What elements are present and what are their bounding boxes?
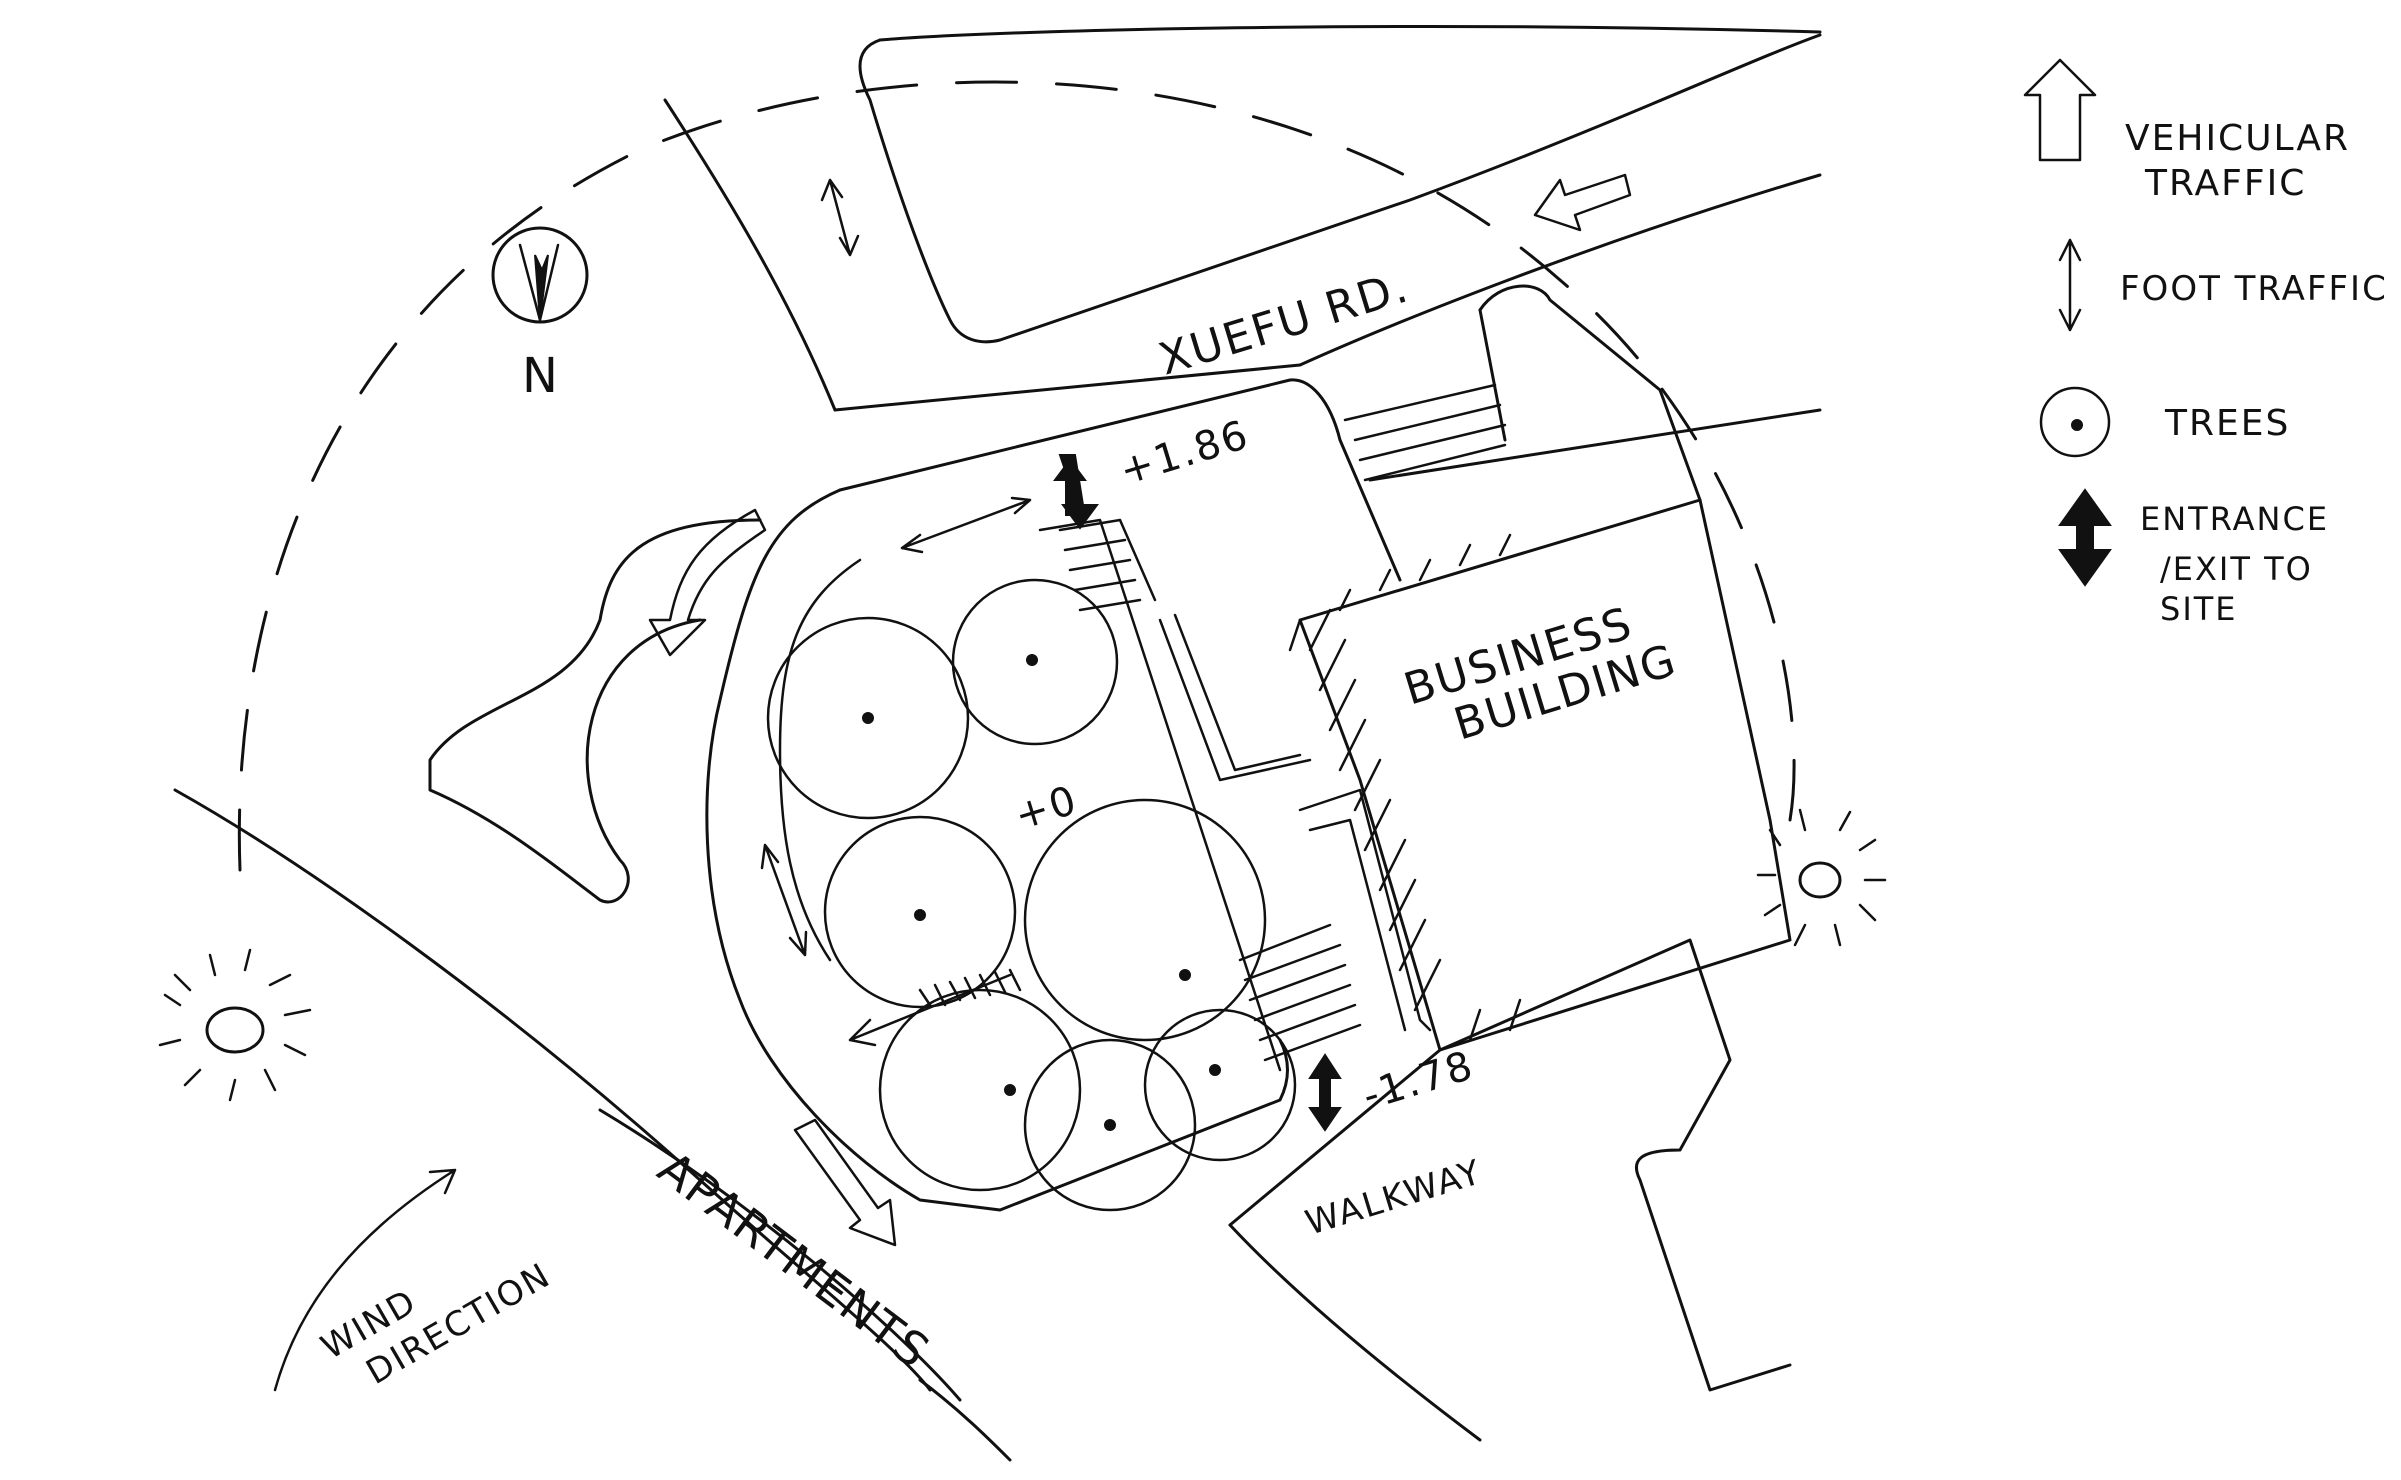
north-arrow-icon bbox=[491, 226, 589, 324]
site-boundary-top bbox=[838, 378, 1402, 582]
elevation-label: +0 bbox=[1009, 777, 1083, 839]
site-inner-left bbox=[778, 558, 862, 962]
steps-bottom bbox=[1238, 923, 1362, 1062]
road-block-top bbox=[878, 25, 1822, 42]
building-wall bbox=[1158, 613, 1312, 782]
apartment-road-edge bbox=[598, 1108, 962, 1402]
legend-foot-label: FOOT TRAFFIC bbox=[2120, 269, 2388, 309]
road-block bbox=[858, 33, 1822, 344]
walkway-label: WALKWAY bbox=[1301, 1152, 1487, 1244]
legend-entrance-label: ENTRANCE bbox=[2140, 500, 2329, 538]
walkway-outline bbox=[1228, 1223, 1482, 1442]
vehicular-arrow-icon bbox=[793, 1118, 897, 1247]
building-wall bbox=[1298, 788, 1432, 1032]
steps-top-right bbox=[1343, 383, 1507, 482]
block-outline bbox=[1478, 308, 1507, 442]
legend-vehicular-label: TRAFFIC bbox=[2144, 163, 2306, 204]
tree-icon bbox=[951, 578, 1119, 746]
tree-icon bbox=[823, 815, 1017, 1009]
walkway-outline bbox=[1228, 938, 1792, 1392]
sun-path-arc bbox=[237, 80, 1796, 872]
elevation-label: +1.86 bbox=[1114, 412, 1254, 495]
median-island bbox=[428, 518, 762, 904]
foot-traffic-arrow-icon bbox=[900, 496, 1032, 554]
elevation-label: -1.78 bbox=[1357, 1042, 1479, 1119]
legend-vehicular-label: VEHICULAR bbox=[2125, 118, 2350, 159]
legend-entrance-label: /EXIT TO bbox=[2160, 550, 2313, 588]
foot-traffic-arrow-icon bbox=[760, 843, 808, 957]
vehicular-arrow-icon bbox=[1533, 173, 1632, 232]
vehicular-arrow-icon bbox=[2023, 58, 2097, 162]
road-edge bbox=[1368, 408, 1822, 482]
sun-icon bbox=[158, 948, 312, 1102]
legend-trees-label: TREES bbox=[2164, 403, 2290, 444]
tree-icon bbox=[2039, 386, 2111, 458]
wind-arrow-icon bbox=[273, 1168, 457, 1392]
road-edge bbox=[663, 98, 837, 412]
foot-traffic-arrow-icon bbox=[2058, 238, 2082, 332]
steps-top bbox=[1058, 518, 1157, 612]
vehicular-arrow-icon bbox=[648, 508, 767, 657]
sun-icon bbox=[1756, 808, 1887, 947]
tree-icon bbox=[1143, 1008, 1297, 1162]
legend-entrance-label: SITE bbox=[2160, 590, 2238, 628]
legend bbox=[2023, 58, 2112, 587]
apartment-road-edge bbox=[918, 1378, 1012, 1462]
business-building-outline bbox=[1298, 498, 1792, 1052]
apartment-road-edge bbox=[173, 788, 932, 1392]
entrance-arrow-icon bbox=[1053, 454, 1099, 530]
wind-arrow-icon bbox=[848, 973, 1012, 1047]
site-boundary bbox=[705, 488, 1289, 1212]
north-label: N bbox=[522, 348, 560, 404]
foot-traffic-arrow-icon bbox=[820, 178, 860, 257]
block-outline bbox=[1478, 284, 1702, 502]
entrance-arrow-icon bbox=[2058, 488, 2112, 587]
road-edge bbox=[833, 363, 1302, 412]
apartments-label: APARTMENTS bbox=[648, 1141, 940, 1380]
building-hatching bbox=[1288, 533, 1522, 1042]
tree-icon bbox=[1023, 1038, 1197, 1212]
site-inner-line bbox=[1038, 518, 1282, 1072]
tree-icon bbox=[766, 616, 970, 820]
entrance-arrow-icon bbox=[1308, 1053, 1342, 1132]
tree-icon bbox=[878, 988, 1082, 1192]
road-edge bbox=[1298, 173, 1822, 367]
tree-icon bbox=[1023, 798, 1267, 1042]
trees-group bbox=[766, 578, 1297, 1212]
